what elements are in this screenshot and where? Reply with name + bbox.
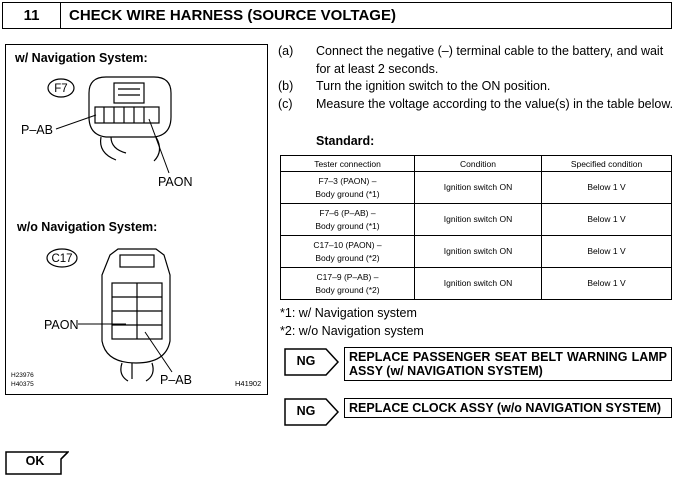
spec-table: Tester connection Condition Specified co…	[280, 155, 672, 300]
footnote-1: *1: w/ Navigation system	[280, 306, 417, 320]
nav-system-label: w/ Navigation System:	[14, 51, 148, 65]
tester-connection-line2: Body ground (*2)	[315, 252, 380, 263]
step-b-text: Turn the ignition switch to the ON posit…	[316, 79, 551, 93]
footnote-2: *2: w/o Navigation system	[280, 324, 424, 338]
specified-condition-cell: Below 1 V	[541, 267, 672, 300]
table-row: F7–6 (P–AB) – Body ground (*1) Ignition s…	[280, 203, 672, 236]
step-c-text: Measure the voltage according to the val…	[316, 97, 674, 111]
specified-condition-cell: Below 1 V	[541, 203, 672, 236]
connector-f7-label: F7	[54, 83, 67, 95]
step-a-label: (a)	[278, 44, 294, 58]
header-condition: Condition	[414, 155, 542, 172]
step-b-label: (b)	[278, 79, 294, 93]
table-row: F7–3 (PAON) – Body ground (*1) Ignition s…	[280, 171, 672, 204]
connector-c17-callout: C17	[46, 248, 78, 268]
no-nav-pin-pab: P–AB	[160, 373, 192, 387]
ng-tag-2[interactable]: NG	[284, 398, 340, 426]
connector-illustration: w/ Navigation System: F7 P–AB PAON w/o N…	[5, 44, 268, 395]
condition-cell: Ignition switch ON	[414, 171, 542, 204]
step-title: CHECK WIRE HARNESS (SOURCE VOLTAGE)	[69, 7, 396, 24]
table-row: C17–9 (P–AB) – Body ground (*2) Ignition …	[280, 267, 672, 300]
table-header-row: Tester connection Condition Specified co…	[280, 155, 672, 172]
step-number: 11	[3, 3, 61, 28]
header-tester-connection: Tester connection	[280, 155, 415, 172]
tester-connection-line1: C17–10 (PAON) –	[313, 239, 382, 250]
ng-action-2: REPLACE CLOCK ASSY (w/o NAVIGATION SYSTE…	[344, 398, 672, 418]
tester-connection-cell: F7–6 (P–AB) – Body ground (*1)	[280, 203, 415, 236]
tester-connection-line1: F7–6 (P–AB) –	[319, 207, 376, 218]
tester-connection-line2: Body ground (*2)	[315, 284, 380, 295]
connector-f7-callout: F7	[47, 78, 75, 98]
step-c-label: (c)	[278, 97, 293, 111]
connector-c17-label: C17	[51, 253, 72, 265]
step-a-text: Connect the negative (–) terminal cable …	[316, 44, 664, 76]
tester-connection-line1: C17–9 (P–AB) –	[316, 271, 379, 282]
standard-label: Standard:	[316, 134, 375, 148]
condition-cell: Ignition switch ON	[414, 235, 542, 268]
ok-tag[interactable]: OK	[5, 451, 69, 475]
ng-tag-2-label: NG	[296, 404, 316, 418]
tester-connection-line2: Body ground (*1)	[315, 188, 380, 199]
nav-pin-paon: PAON	[158, 175, 193, 189]
no-nav-pin-paon: PAON	[44, 318, 79, 332]
figure-code-1: H23976	[11, 372, 34, 379]
tester-connection-cell: F7–3 (PAON) – Body ground (*1)	[280, 171, 415, 204]
tester-connection-cell: C17–9 (P–AB) – Body ground (*2)	[280, 267, 415, 300]
tester-connection-cell: C17–10 (PAON) – Body ground (*2)	[280, 235, 415, 268]
ng-tag-1[interactable]: NG	[284, 348, 340, 376]
tester-connection-line2: Body ground (*1)	[315, 220, 380, 231]
nav-pin-pab: P–AB	[21, 123, 53, 137]
specified-condition-cell: Below 1 V	[541, 171, 672, 204]
ng-tag-1-label: NG	[296, 354, 316, 368]
ng-action-1: REPLACE PASSENGER SEAT BELT WARNING LAMP…	[344, 347, 672, 381]
figure-code-main: H41902	[235, 379, 261, 388]
no-nav-system-label: w/o Navigation System:	[16, 220, 157, 234]
specified-condition-cell: Below 1 V	[541, 235, 672, 268]
connector-c17-drawing	[101, 248, 171, 382]
condition-cell: Ignition switch ON	[414, 203, 542, 236]
step-header: 11 CHECK WIRE HARNESS (SOURCE VOLTAGE)	[2, 2, 672, 29]
condition-cell: Ignition switch ON	[414, 267, 542, 300]
figure-code-2: H40375	[11, 381, 34, 388]
connector-f7-drawing	[88, 76, 172, 162]
table-row: C17–10 (PAON) – Body ground (*2) Ignition…	[280, 235, 672, 268]
ok-tag-label: OK	[25, 454, 45, 468]
header-specified-condition: Specified condition	[541, 155, 672, 172]
tester-connection-line1: F7–3 (PAON) –	[318, 175, 377, 186]
